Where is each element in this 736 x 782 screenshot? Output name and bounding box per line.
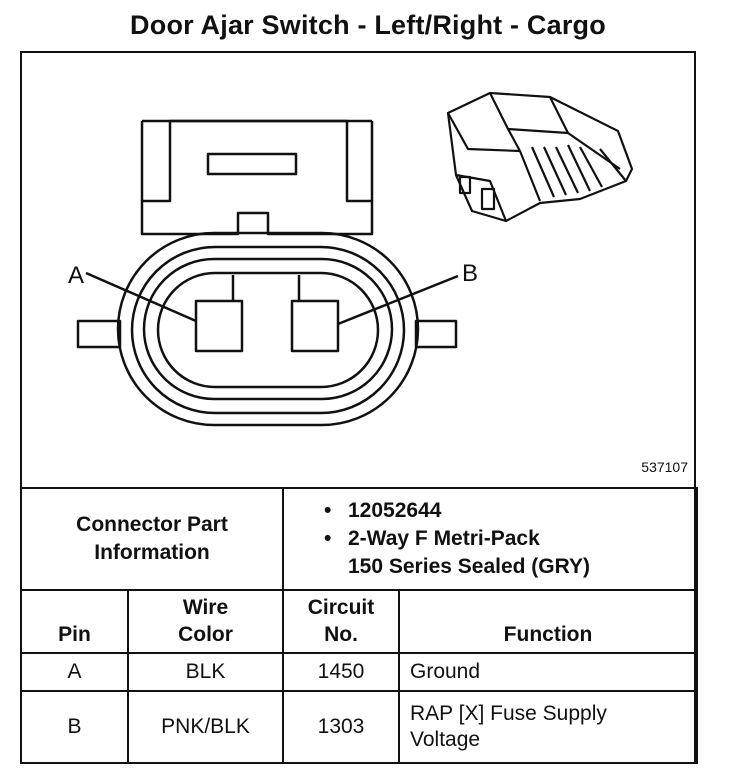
connector-cavity	[156, 271, 380, 389]
function-cell: RAP [X] Fuse Supply Voltage	[397, 690, 699, 764]
terminal-a	[194, 299, 244, 353]
leader-line-b	[337, 274, 459, 326]
wire-color-cell: PNK/BLK	[127, 690, 284, 764]
diagram-title: Door Ajar Switch - Left/Right - Cargo	[130, 10, 606, 40]
leader-line-a	[85, 271, 197, 323]
connector-figure: A B	[68, 91, 634, 427]
connector-body-outer	[116, 231, 420, 427]
left-tab	[76, 319, 122, 349]
pin-b-label: B	[462, 260, 478, 287]
part-number: 12052644	[324, 497, 686, 525]
function-header: Function	[397, 589, 699, 654]
connector-description: 2-Way F Metri-Pack 150 Series Sealed (GR…	[324, 525, 686, 581]
right-tab	[414, 319, 458, 349]
pin-a-label: A	[68, 262, 84, 289]
pin-cell: A	[20, 652, 129, 692]
diagram-frame	[20, 51, 696, 764]
terminal-b	[290, 299, 340, 353]
pin-cell: B	[20, 690, 129, 764]
connector-part-info-row: Connector Part Information 12052644 2-Wa…	[20, 487, 699, 591]
pin-header: Pin	[20, 589, 129, 654]
table-row: A BLK 1450 Ground	[20, 652, 699, 692]
function-cell: Ground	[397, 652, 699, 692]
figure-number: 537107	[641, 459, 688, 475]
connector-info-table: Connector Part Information 12052644 2-Wa…	[20, 487, 699, 764]
connector-isometric-view	[446, 91, 634, 223]
circuit-cell: 1303	[282, 690, 400, 764]
circuit-cell: 1450	[282, 652, 400, 692]
connector-face-view	[76, 119, 459, 427]
connector-part-info-values: 12052644 2-Way F Metri-Pack 150 Series S…	[281, 487, 699, 591]
table-row: B PNK/BLK 1303 RAP [X] Fuse Supply Volta…	[20, 690, 699, 764]
connector-part-info-label: Connector Part Information	[20, 487, 284, 591]
wire-color-cell: BLK	[127, 652, 284, 692]
